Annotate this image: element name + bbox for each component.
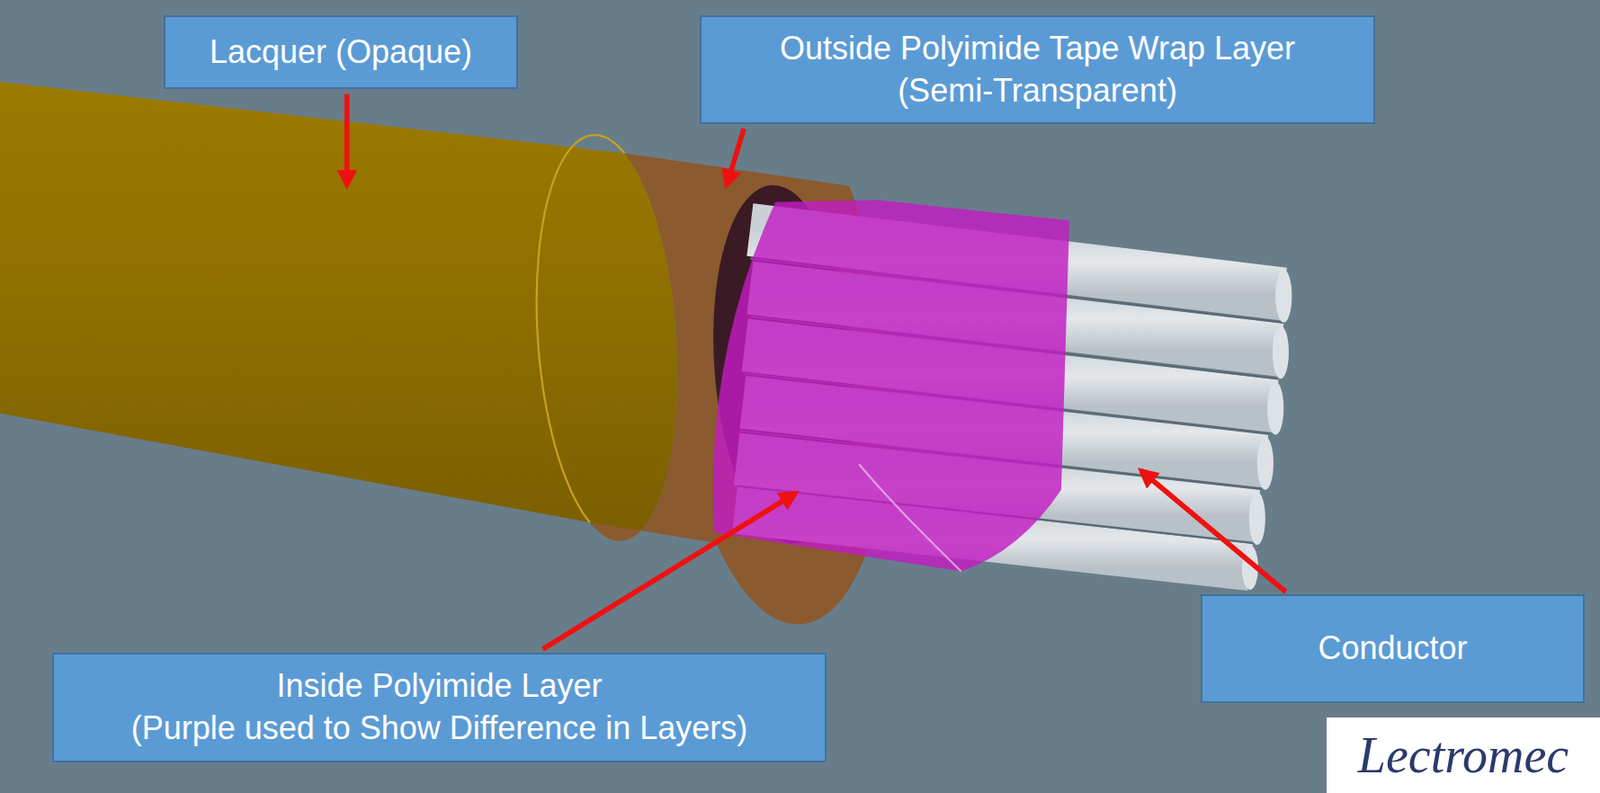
logo-text: Lectromec bbox=[1358, 726, 1569, 785]
tape-edge bbox=[858, 464, 961, 572]
callout-box: Lacquer (Opaque) bbox=[163, 15, 519, 90]
inside-polyimide-layer bbox=[713, 200, 1070, 573]
callout-text: (Semi-Transparent) bbox=[897, 70, 1178, 113]
callout-box: Conductor bbox=[1200, 594, 1585, 704]
callout-text: Outside Polyimide Tape Wrap Layer bbox=[779, 27, 1296, 71]
callout-text: Inside Polyimide Layer bbox=[276, 665, 602, 708]
callout-box: Inside Polyimide Layer(Purple used to Sh… bbox=[52, 652, 827, 763]
lacquer-edge bbox=[536, 134, 626, 523]
callout-text: Lacquer (Opaque) bbox=[209, 31, 473, 74]
callout-box: Outside Polyimide Tape Wrap Layer(Semi-T… bbox=[699, 15, 1376, 125]
leader-arrows bbox=[347, 94, 1287, 650]
lacquer-layer bbox=[0, 81, 679, 541]
callout-text: Conductor bbox=[1317, 627, 1467, 671]
logo-box: Lectromec bbox=[1326, 717, 1600, 793]
callout-text: (Purple used to Show Difference in Layer… bbox=[131, 707, 749, 751]
